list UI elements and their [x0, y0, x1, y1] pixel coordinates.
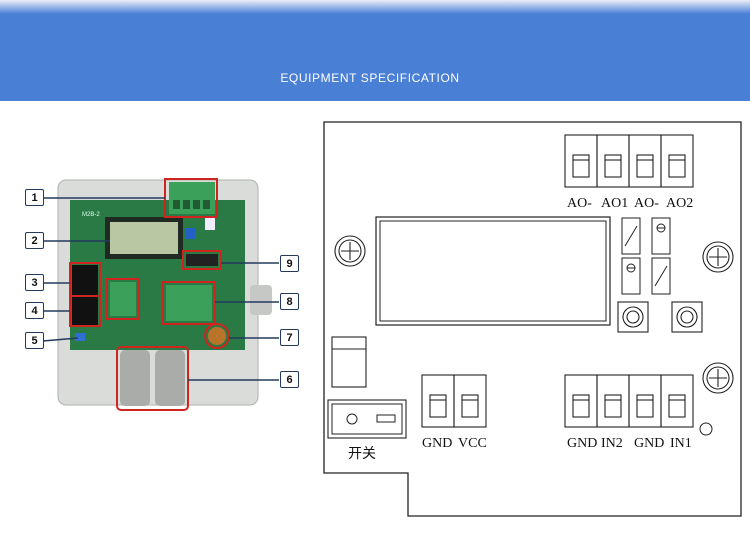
- mounting-screw-left: [334, 235, 366, 267]
- terminal-label-gnd-input-1: GND: [567, 436, 597, 451]
- callout-8: 8: [280, 293, 299, 310]
- board-marking: M2B-2: [82, 212, 100, 218]
- mounting-screw-right-bottom: [702, 362, 734, 394]
- input-terminal-block: [166, 285, 212, 321]
- indicator-led: [699, 422, 713, 436]
- terminal-label-ao1: AO1: [601, 196, 628, 211]
- terminal-label-gnd-input-2: GND: [634, 436, 664, 451]
- push-button-right: [671, 301, 703, 333]
- status-led: [75, 333, 85, 341]
- callout-7: 7: [280, 329, 299, 346]
- mounting-screw-right-top: [702, 241, 734, 273]
- page-title: EQUIPMENT SPECIFICATION: [280, 71, 460, 85]
- header-banner: EQUIPMENT SPECIFICATION: [0, 0, 750, 101]
- enclosure-tab: [250, 285, 272, 315]
- switch-rocker: [327, 399, 407, 439]
- buzzer: [208, 327, 226, 345]
- board-outline: [323, 121, 742, 517]
- equipment-photo: M2B-2: [42, 178, 279, 411]
- terminal-label-vcc: VCC: [458, 436, 487, 451]
- cable-gland-right: [155, 350, 185, 406]
- header-pins: [186, 254, 218, 266]
- callout-3: 3: [25, 274, 44, 291]
- terminal-label-in2: IN2: [601, 436, 623, 451]
- power-terminal-block: [110, 282, 136, 316]
- cable-gland-left: [120, 350, 150, 406]
- callout-4: 4: [25, 302, 44, 319]
- terminal-label-ao2: AO2: [666, 196, 693, 211]
- push-button-left: [617, 301, 649, 333]
- banner-fade: [0, 0, 750, 14]
- callout-1: 1: [25, 189, 44, 206]
- callout-9: 9: [280, 255, 299, 272]
- input-terminal-group: [564, 374, 694, 428]
- terminal-label-in1: IN1: [670, 436, 692, 451]
- lcd-outline: [375, 216, 611, 326]
- callout-2: 2: [25, 232, 44, 249]
- potentiometer-group: [621, 217, 671, 295]
- potentiometer: [186, 228, 195, 239]
- callout-6: 6: [280, 371, 299, 388]
- switch-label: 开关: [348, 446, 376, 462]
- terminal-label-gnd-power: GND: [422, 436, 452, 451]
- terminal-label-ao-minus-1: AO-: [567, 196, 592, 211]
- callout-5: 5: [25, 332, 44, 349]
- top-terminal-block: [169, 182, 215, 214]
- lcd-screen: [110, 222, 178, 254]
- power-terminal-group: [421, 374, 487, 428]
- top-terminal-group: [564, 134, 694, 188]
- terminal-label-ao-minus-2: AO-: [634, 196, 659, 211]
- wiring-diagram: AO- AO1 AO- AO2 开关 GND: [323, 121, 742, 517]
